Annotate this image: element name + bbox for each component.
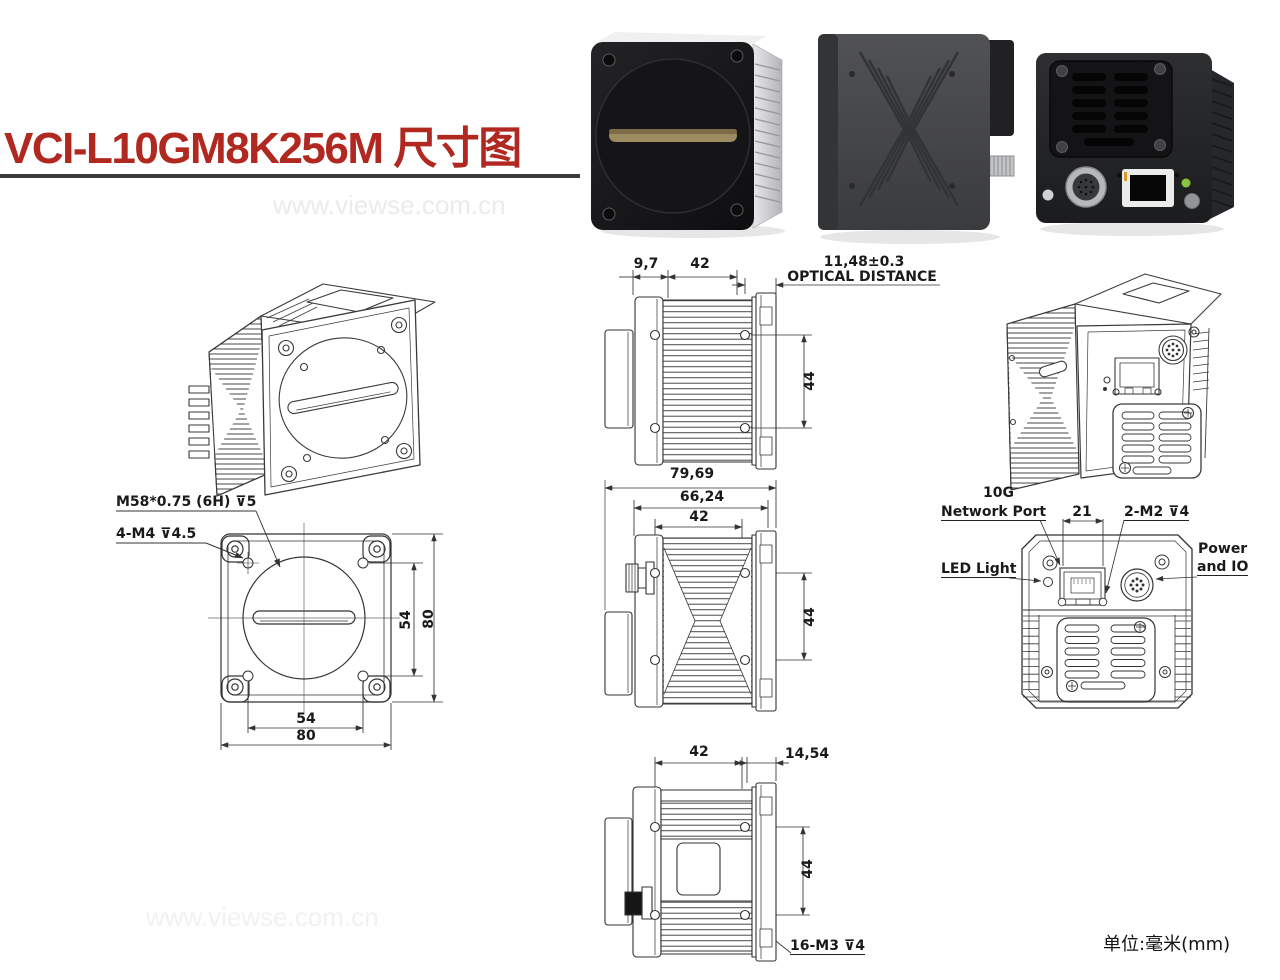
panel-screw xyxy=(1042,189,1054,201)
side-fins xyxy=(1023,615,1191,701)
body-outline xyxy=(604,530,777,712)
title-underline xyxy=(0,174,580,178)
power-io-connector xyxy=(1158,335,1188,365)
front-screw-label: 4-M4 ⊽4.5 xyxy=(116,526,197,542)
photo-front-camera xyxy=(591,32,785,238)
fan-grille xyxy=(1056,617,1156,703)
camera-top-face xyxy=(593,32,767,44)
dimension-lines xyxy=(220,533,443,750)
dimension-lines xyxy=(619,270,940,429)
fan-module xyxy=(1049,60,1173,158)
watermark-top: www.viewse.com.cn xyxy=(273,190,506,220)
hourglass-ridges xyxy=(858,51,960,207)
power-io-connector xyxy=(1120,568,1154,602)
body-outline xyxy=(604,292,777,470)
top-view-drawing xyxy=(604,480,812,712)
back-view-drawing xyxy=(1008,518,1198,709)
photo-shadow xyxy=(1040,222,1224,236)
back-power-label-1: Power xyxy=(1198,541,1248,557)
front-plate xyxy=(818,34,838,230)
status-led xyxy=(1181,178,1191,188)
bottom-dim-hole-v: 44 xyxy=(800,859,816,879)
front-dim-body-h: 80 xyxy=(296,728,316,744)
side-dim-optical: 11,48±0.3 xyxy=(823,254,905,270)
photo-back-camera xyxy=(1036,53,1234,236)
leader-lines xyxy=(116,510,281,568)
m4-holes xyxy=(299,345,390,463)
mount-holes xyxy=(849,71,955,189)
front-face xyxy=(261,299,421,496)
camera-side-fins xyxy=(752,43,783,229)
side-dim-mount: 42 xyxy=(690,256,710,272)
screw xyxy=(1188,326,1200,338)
front-view-drawing xyxy=(116,510,443,750)
side-slot xyxy=(1038,360,1068,378)
lens-mount xyxy=(278,337,408,459)
m12-connector xyxy=(625,561,655,595)
bottom-dim-mount: 42 xyxy=(689,744,709,760)
dimension-lines xyxy=(1008,518,1198,594)
led xyxy=(1103,376,1111,384)
side-view-drawing xyxy=(604,270,940,470)
ethernet-port xyxy=(1057,567,1108,607)
back-power-label-2: and IO xyxy=(1197,559,1249,576)
fan-grille xyxy=(1112,403,1202,479)
back-port-label-2: Network Port xyxy=(941,504,1047,521)
side-screws xyxy=(1041,666,1171,678)
sensor-slot xyxy=(287,381,399,415)
side-bracket xyxy=(188,385,210,459)
watermark-bottom: www.viewse.com.cn xyxy=(146,902,379,932)
power-io-connector xyxy=(1065,166,1107,208)
side-fins xyxy=(1210,69,1234,219)
centerlines xyxy=(208,523,400,713)
photo-shadow xyxy=(820,230,1000,244)
side-dim-front: 9,7 xyxy=(633,256,659,272)
back-dim-port: 21 xyxy=(1072,504,1092,520)
iso-back-drawing xyxy=(1006,273,1222,491)
bottom-dim-rear: 14,54 xyxy=(784,746,830,762)
back-port-label-1: 10G xyxy=(983,485,1014,501)
bottom-screw-label: 16-M3 ⊽4 xyxy=(790,938,865,955)
ethernet-port xyxy=(1116,169,1180,207)
top-dim-hole-v: 44 xyxy=(802,607,818,627)
front-dim-hole-v: 54 xyxy=(398,610,414,630)
front-mount-label: M58*0.75 (6H) ⊽5 xyxy=(116,494,257,510)
side-dim-hole-v: 44 xyxy=(802,371,818,391)
right-fins xyxy=(1192,331,1210,391)
sensor-slot xyxy=(609,129,737,142)
top-dim-body: 66,24 xyxy=(679,489,725,505)
page-title: VCI-L10GM8K256M 尺寸图 xyxy=(4,124,522,173)
body-outline xyxy=(604,782,777,962)
rear-button xyxy=(1184,193,1200,209)
body-outline xyxy=(220,533,392,703)
side-optical-label: OPTICAL DISTANCE xyxy=(787,269,937,285)
body-outline xyxy=(1021,534,1193,709)
corner-mounts xyxy=(277,316,413,483)
back-screw-label: 2-M2 ⊽4 xyxy=(1124,504,1190,521)
m4-holes xyxy=(237,552,369,682)
front-dim-hole-h: 54 xyxy=(296,711,316,727)
photo-side-camera xyxy=(818,34,1015,244)
ethernet-port xyxy=(1112,357,1162,396)
panel-screws xyxy=(1042,554,1170,571)
top-dim-mount: 42 xyxy=(689,509,709,525)
bottom-view-drawing xyxy=(604,757,810,962)
top-dim-depth: 79,69 xyxy=(669,466,715,482)
corner-screws xyxy=(602,49,744,221)
m12-connector xyxy=(989,155,1015,177)
led-indicator xyxy=(1043,577,1053,587)
iso-front-drawing xyxy=(188,283,436,497)
unit-note: 单位:毫米(mm) xyxy=(1103,934,1231,955)
back-led-label: LED Light xyxy=(941,561,1017,578)
front-dim-body-v: 80 xyxy=(421,609,437,629)
